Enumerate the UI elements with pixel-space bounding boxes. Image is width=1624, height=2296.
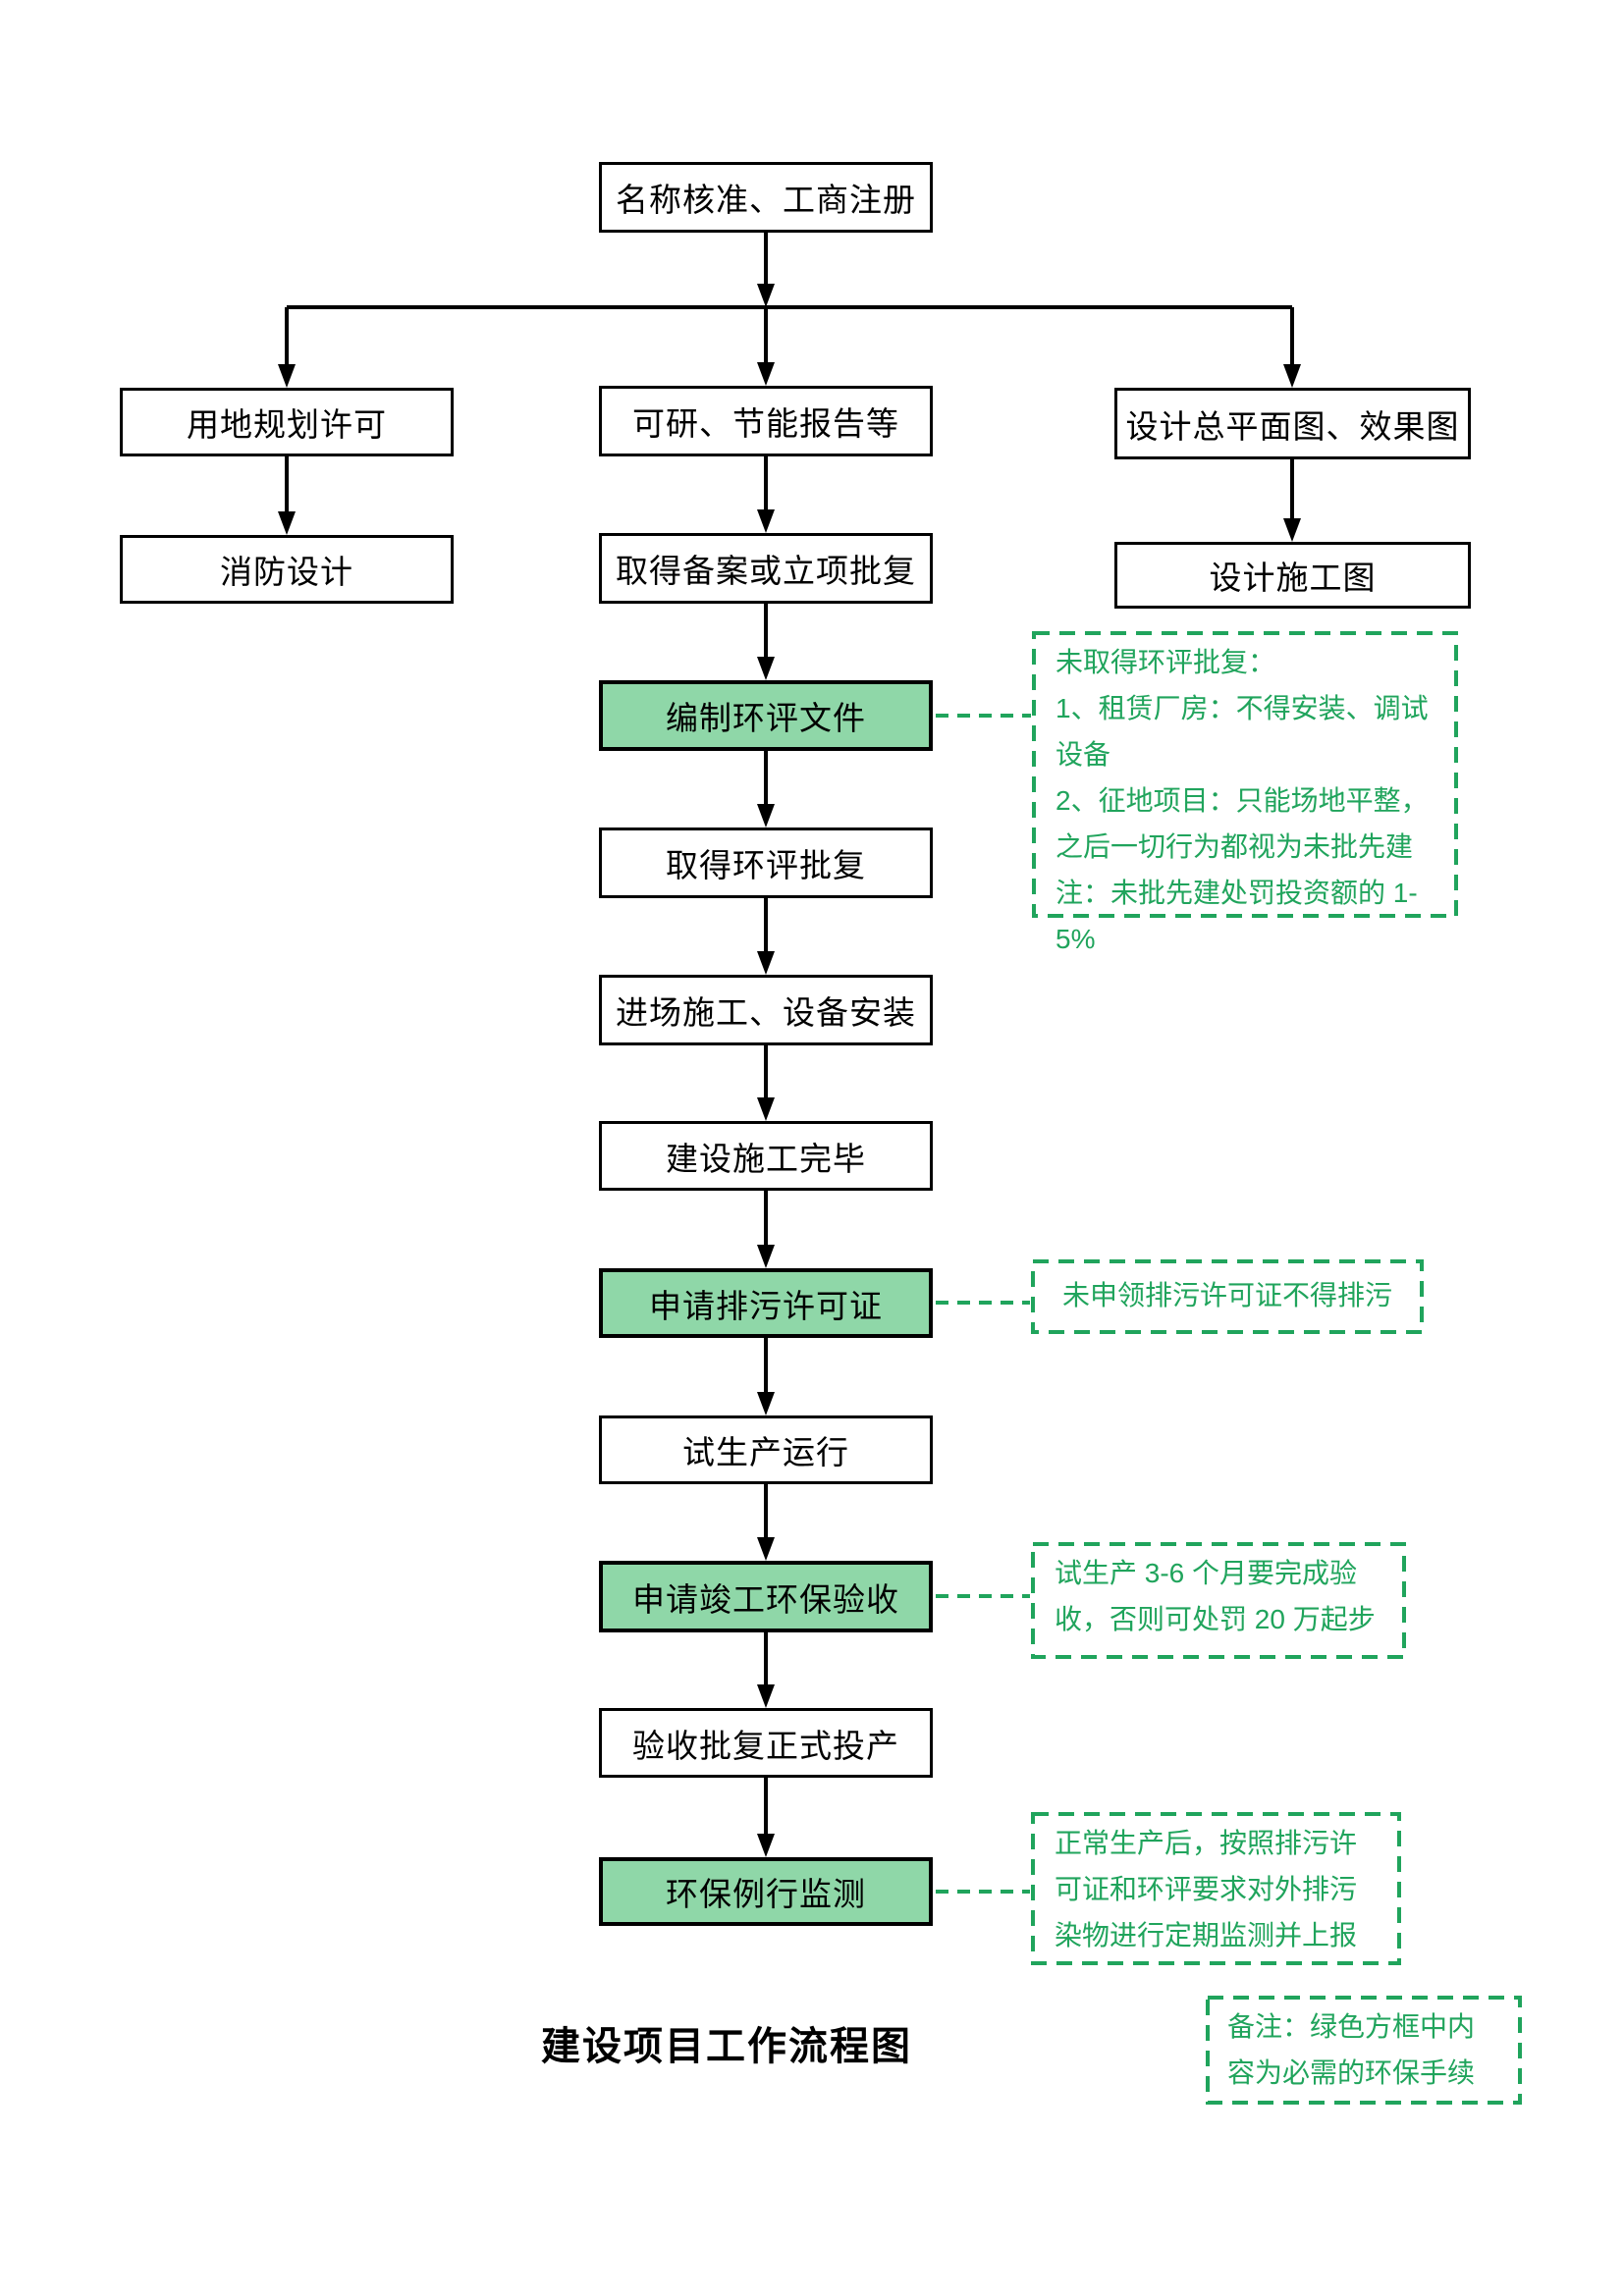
arrow-head <box>757 1684 775 1708</box>
arrow-head <box>757 362 775 386</box>
arrow-head <box>757 509 775 533</box>
annotation-line: 注：未批先建处罚投资额的 1-5% <box>1056 878 1418 954</box>
annotation-line: 染物进行定期监测并上报 <box>1055 1920 1358 1950</box>
page-title: 建设项目工作流程图 <box>541 2025 912 2068</box>
annotation-monitoring-note: 正常生产后，按照排污许 可证和环评要求对外排污 染物进行定期监测并上报 <box>1033 1814 1399 1963</box>
flow-node-routine-monitoring: 环保例行监测 <box>599 1857 933 1926</box>
annotation-border-monitoring <box>1031 1812 1401 1965</box>
annotation-line: 试生产 3-6 个月要完成验 <box>1055 1558 1358 1588</box>
arrow-head <box>757 284 775 307</box>
arrow-head <box>757 657 775 680</box>
arrow-head <box>757 951 775 975</box>
annotation-eia-warning: 未取得环评批复： 1、租赁厂房：不得安装、调试 设备 2、征地项目：只能场地平整… <box>1034 633 1456 954</box>
flow-node-construction-complete: 建设施工完毕 <box>599 1121 933 1191</box>
arrow-head <box>278 511 296 535</box>
annotation-line: 可证和环评要求对外排污 <box>1055 1874 1358 1904</box>
note-box: 备注：绿色方框中内 容为必需的环保手续 <box>1208 1998 1520 2103</box>
flow-node-construction-drawing: 设计施工图 <box>1114 542 1471 609</box>
note-line: 容为必需的环保手续 <box>1227 2057 1476 2088</box>
annotation-line: 1、租赁厂房：不得安装、调试 <box>1056 693 1429 723</box>
annotation-acceptance-warning: 试生产 3-6 个月要完成验 收，否则可处罚 20 万起步 <box>1033 1544 1404 1657</box>
annotation-border-eia <box>1032 631 1458 918</box>
flow-node-land-planning-permit: 用地规划许可 <box>120 388 454 456</box>
flow-node-completion-acceptance: 申请竣工环保验收 <box>599 1561 933 1632</box>
flow-node-trial-production: 试生产运行 <box>599 1415 933 1484</box>
flow-node-discharge-permit: 申请排污许可证 <box>599 1268 933 1338</box>
annotation-line: 未申领排污许可证不得排污 <box>1061 1280 1392 1310</box>
flow-node-official-production: 验收批复正式投产 <box>599 1708 933 1778</box>
arrow-head <box>1283 518 1301 542</box>
arrow-head <box>757 1834 775 1857</box>
annotation-border-discharge <box>1031 1259 1424 1334</box>
arrow-head <box>757 1392 775 1415</box>
arrow-head <box>757 1097 775 1121</box>
arrow-head <box>757 804 775 828</box>
arrow-head <box>757 1537 775 1561</box>
note-border <box>1206 1996 1522 2105</box>
arrow-head <box>1283 364 1301 388</box>
flow-node-eia-preparation: 编制环评文件 <box>599 680 933 751</box>
flow-node-construction-installation: 进场施工、设备安装 <box>599 975 933 1045</box>
annotation-border-acceptance <box>1031 1542 1406 1659</box>
annotation-line: 之后一切行为都视为未批先建 <box>1056 831 1414 862</box>
annotation-line: 收，否则可处罚 20 万起步 <box>1055 1604 1376 1634</box>
flow-node-name-approval: 名称核准、工商注册 <box>599 162 933 233</box>
flow-node-site-plan-rendering: 设计总平面图、效果图 <box>1114 388 1471 459</box>
note-line: 备注：绿色方框中内 <box>1227 2011 1476 2042</box>
arrow-head <box>278 364 296 388</box>
flow-node-fire-design: 消防设计 <box>120 535 454 604</box>
annotation-line: 正常生产后，按照排污许 <box>1055 1828 1358 1858</box>
annotation-discharge-warning: 未申领排污许可证不得排污 <box>1033 1261 1422 1332</box>
flow-node-feasibility-report: 可研、节能报告等 <box>599 386 933 456</box>
flow-node-filing-approval: 取得备案或立项批复 <box>599 533 933 604</box>
annotation-line: 2、征地项目：只能场地平整， <box>1056 785 1429 816</box>
annotation-line: 未取得环评批复： <box>1056 647 1276 677</box>
arrow-head <box>757 1245 775 1268</box>
flow-node-eia-approval: 取得环评批复 <box>599 828 933 898</box>
annotation-line: 设备 <box>1056 739 1111 770</box>
